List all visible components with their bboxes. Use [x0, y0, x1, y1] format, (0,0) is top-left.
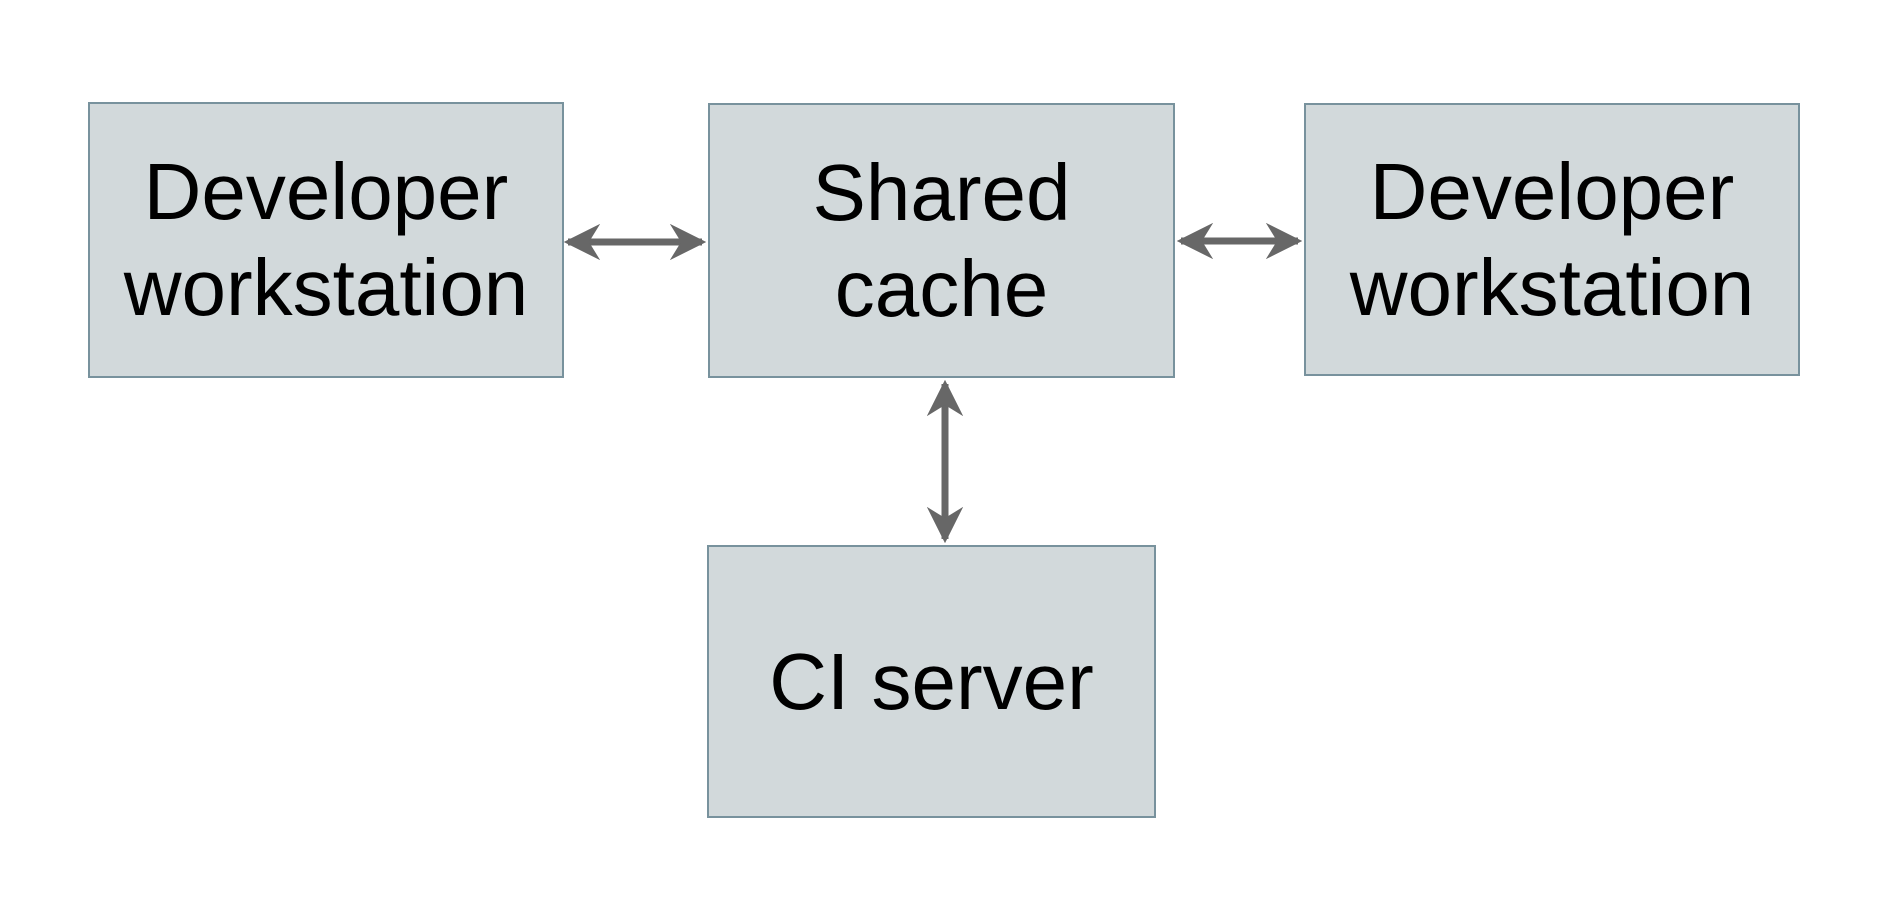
node-developer-workstation-left-label: Developer workstation — [123, 147, 529, 332]
node-ci-server-label: CI server — [769, 636, 1094, 726]
node-developer-workstation-right-label: Developer workstation — [1349, 146, 1755, 332]
node-shared-cache: Shared cache — [708, 103, 1175, 378]
node-developer-workstation-right: Developer workstation — [1304, 103, 1800, 376]
node-ci-server: CI server — [707, 545, 1156, 818]
node-developer-workstation-left: Developer workstation — [88, 102, 564, 378]
node-shared-cache-label: Shared cache — [812, 147, 1071, 333]
